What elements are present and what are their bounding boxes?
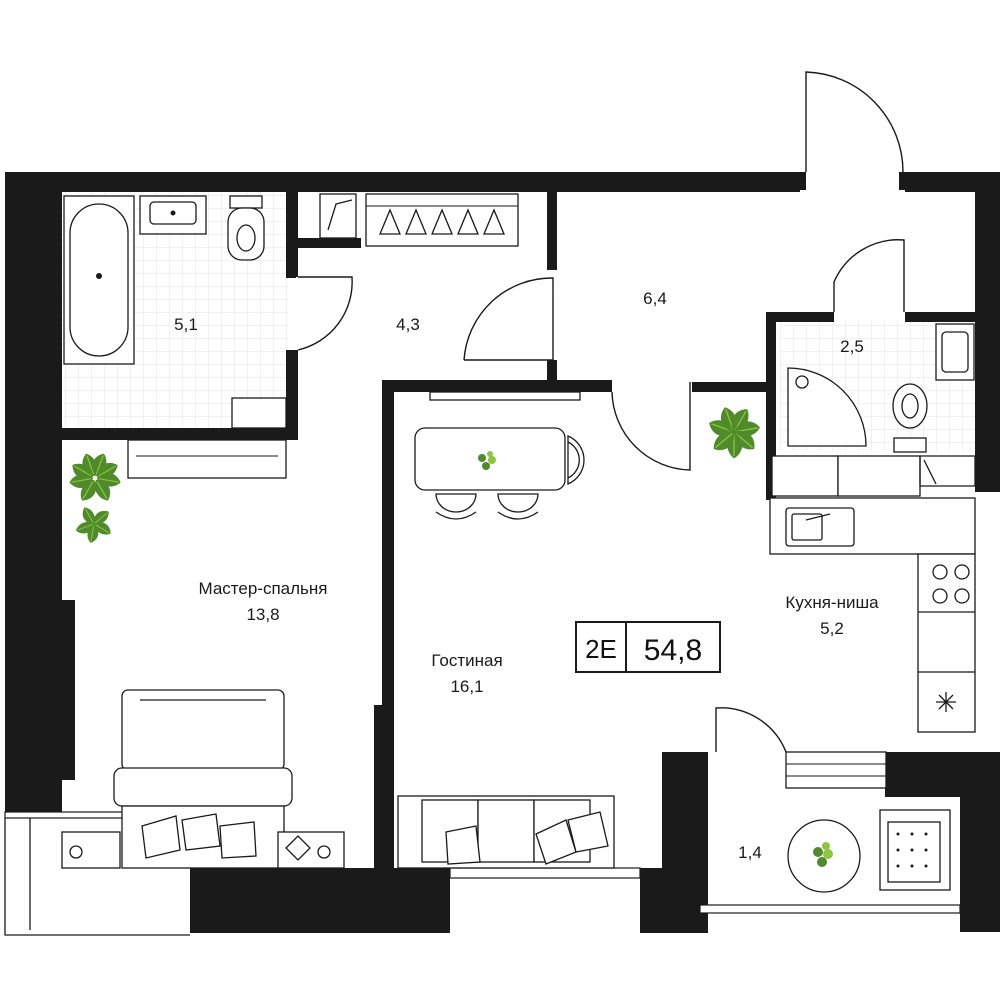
master-bedroom-name: Мастер-спальня xyxy=(198,579,327,598)
table-plant-icon xyxy=(478,451,496,470)
plant-icon xyxy=(73,504,115,545)
wc-toilet-icon xyxy=(892,383,928,453)
living-room-area: 16,1 xyxy=(450,677,483,696)
shower-icon xyxy=(787,367,867,447)
chair-icon xyxy=(879,809,951,891)
hallway-area: 4,3 xyxy=(396,315,420,334)
apartment-code: 2E xyxy=(585,634,617,664)
fan-icon xyxy=(936,692,956,712)
balcony-area: 1,4 xyxy=(738,843,762,862)
living-room-name: Гостиная xyxy=(431,651,502,670)
bathroom-area: 5,1 xyxy=(174,315,198,334)
apartment-badge: 2E 54,8 xyxy=(575,621,721,673)
hangers-icon xyxy=(365,193,519,247)
nightstands xyxy=(61,831,345,869)
plant-icon xyxy=(67,450,123,505)
plant-icon xyxy=(705,404,762,460)
apartment-total-area: 54,8 xyxy=(644,634,702,667)
dining-table-icon xyxy=(414,391,585,520)
kitchen-niche-area: 5,2 xyxy=(820,619,844,638)
sink-icon xyxy=(139,195,207,235)
bathtub-icon xyxy=(63,195,135,365)
balcony-plant-icon xyxy=(813,842,833,867)
shoe-cabinet xyxy=(319,193,357,239)
sofa-icon xyxy=(397,795,615,869)
kitchen-niche-name: Кухня-ниша xyxy=(785,593,879,612)
dresser xyxy=(127,439,287,479)
bed-icon xyxy=(113,689,293,869)
walls xyxy=(4,172,1000,936)
kitchen-counter xyxy=(769,455,976,733)
master-bedroom-area: 13,8 xyxy=(246,605,279,624)
wc-area: 2,5 xyxy=(840,337,864,356)
wc-sink-icon xyxy=(935,323,975,381)
stove-icon xyxy=(932,564,970,604)
balcony-furniture xyxy=(785,751,887,893)
doors xyxy=(297,71,905,753)
entrance-area: 6,4 xyxy=(643,289,667,308)
toilet-icon xyxy=(227,195,265,261)
kitchen-sink-icon xyxy=(785,507,855,547)
laundry-box xyxy=(231,397,287,429)
